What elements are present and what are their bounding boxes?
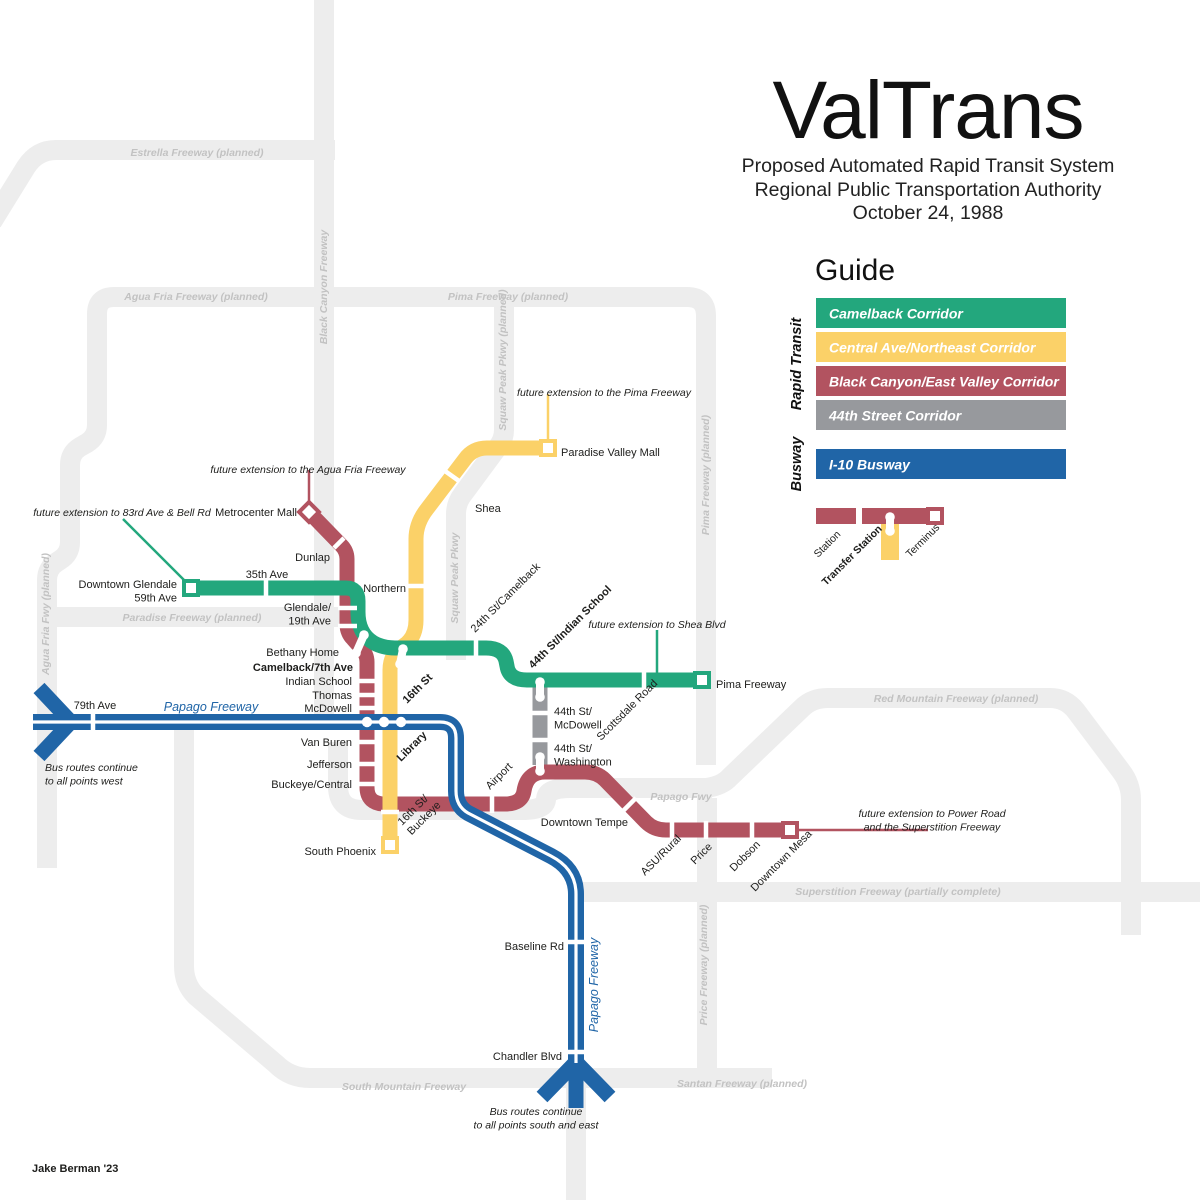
title-block: ValTrans Proposed Automated Rapid Transi… bbox=[742, 65, 1115, 224]
legend-group-rapid-transit: Rapid Transit bbox=[789, 317, 805, 411]
i10-busway-center-stripe bbox=[33, 720, 578, 1063]
map-subtitle-1: Proposed Automated Rapid Transit System bbox=[742, 155, 1115, 177]
credit: Jake Berman '23 bbox=[32, 1163, 118, 1175]
freeway-label-estrella: Estrella Freeway (planned) bbox=[130, 147, 264, 159]
freeway-label-papago: Papago Fwy bbox=[650, 791, 712, 803]
legend-swatch-44th-street bbox=[816, 400, 1066, 430]
station-jefferson: Jefferson bbox=[307, 759, 352, 771]
note-future-ext-83rd: future extension to 83rd Ave & Bell Rd bbox=[33, 507, 212, 519]
legend-sample-transfer-dot-top bbox=[885, 512, 895, 522]
terminus-downtown-mesa bbox=[781, 821, 799, 839]
freeway-label-agua-fria: Agua Fria Freeway (planned) bbox=[123, 291, 268, 303]
freeway-label-red-mountain: Red Mountain Freeway (planned) bbox=[874, 693, 1039, 705]
transfer-markers bbox=[351, 630, 545, 776]
note-future-ext-agua-fria: future extension to the Agua Fria Freewa… bbox=[210, 464, 406, 476]
station-downtown-tempe: Downtown Tempe bbox=[541, 817, 628, 829]
station-glendale-19th-ave: Glendale/19th Ave bbox=[284, 602, 332, 628]
station-44th-st-mcdowell: 44th St/McDowell bbox=[554, 706, 602, 732]
transfer-connector-bars bbox=[352, 631, 544, 775]
papago-freeway-loop-line bbox=[328, 742, 712, 820]
terminus-paradise-valley-mall bbox=[539, 439, 557, 457]
terminus-marks bbox=[182, 439, 799, 854]
station-van-buren: Van Buren bbox=[301, 737, 352, 749]
freeway-label-santan: Santan Freeway (planned) bbox=[677, 1078, 808, 1090]
station-buckeye-central: Buckeye/Central bbox=[271, 779, 352, 791]
station-44th-st-washington: 44th St/Washington bbox=[554, 743, 612, 769]
squaw-peak-pkwy-line bbox=[446, 297, 514, 660]
camelback-corridor-line bbox=[191, 580, 702, 688]
i10-busway-south-arrows bbox=[536, 1056, 616, 1108]
freeway-label-price: Price Freeway (planned) bbox=[698, 904, 710, 1025]
legend-swatch-central bbox=[816, 332, 1066, 362]
terminus-pima-freeway bbox=[693, 671, 711, 689]
legend-label-camelback: Camelback Corridor bbox=[829, 306, 964, 322]
legend-group-busway: Busway bbox=[789, 436, 805, 492]
station-pima-freeway: Pima Freeway bbox=[716, 679, 787, 691]
station-northern: Northern bbox=[363, 583, 406, 595]
legend-sample-transfer-dot-bottom bbox=[885, 526, 895, 536]
station-baseline-rd: Baseline Rd bbox=[505, 941, 564, 953]
note-future-ext-pima: future extension to the Pima Freeway bbox=[517, 387, 692, 399]
legend-swatch-black-canyon bbox=[816, 366, 1066, 396]
station-paradise-valley-mall: Paradise Valley Mall bbox=[561, 447, 660, 459]
map-subtitle-2: Regional Public Transportation Authority bbox=[755, 179, 1102, 201]
freeway-label-pima-v: Pima Freeway (planned) bbox=[700, 414, 712, 535]
station-indian-school: Indian School bbox=[285, 676, 352, 688]
i10-busway-west-arrows bbox=[33, 682, 77, 762]
agua-fria-pima-freeway-line bbox=[37, 287, 716, 868]
station-metrocenter-mall: Metrocenter Mall bbox=[215, 507, 297, 519]
station-79th-ave: 79th Ave bbox=[74, 700, 117, 712]
station-camelback-7th-ave: Camelback/7th Ave bbox=[253, 662, 353, 674]
note-future-ext-shea: future extension to Shea Blvd bbox=[588, 619, 726, 631]
station-bethany-home: Bethany Home bbox=[266, 647, 339, 659]
station-dunlap: Dunlap bbox=[295, 552, 330, 564]
station-thomas: Thomas bbox=[312, 690, 352, 702]
freeway-label-black-canyon: Black Canyon Freeway bbox=[318, 229, 330, 345]
legend-sample-bar-2 bbox=[862, 508, 936, 524]
terminus-metrocenter-mall bbox=[296, 499, 322, 525]
freeway-label-squaw-peak-s: Squaw Peak Pkwy bbox=[449, 531, 461, 623]
south-mountain-santan-freeway-line bbox=[174, 715, 772, 1088]
station-gap-marks bbox=[90, 469, 755, 1055]
legend-label-busway: I-10 Busway bbox=[829, 457, 911, 473]
freeway-label-superstition: Superstition Freeway (partially complete… bbox=[795, 886, 1001, 898]
station-chandler-blvd: Chandler Blvd bbox=[493, 1051, 562, 1063]
freeway-label-squaw-peak-n: Squaw Peak Pkwy (planned) bbox=[497, 289, 509, 431]
station-35th-ave: 35th Ave bbox=[246, 569, 289, 581]
station-shea: Shea bbox=[475, 503, 502, 515]
legend-swatch-busway bbox=[816, 449, 1066, 479]
busway-label-papago-south: Papago Freeway bbox=[587, 937, 601, 1032]
future-ext-83rd-line bbox=[122, 518, 189, 585]
legend-label-44th-street: 44th Street Corridor bbox=[828, 408, 963, 424]
freeway-label-paradise: Paradise Freeway (planned) bbox=[123, 612, 262, 624]
future-extension-lines bbox=[122, 394, 928, 832]
freeway-label-agua-fria-v: Agua Fria Fwy (planned) bbox=[40, 553, 52, 676]
transfer-dots bbox=[351, 630, 545, 776]
map-title: ValTrans bbox=[773, 65, 1084, 156]
legend-sample-terminus bbox=[926, 507, 944, 525]
estrella-freeway-line bbox=[0, 140, 335, 228]
freeway-label-south-mountain: South Mountain Freeway bbox=[342, 1081, 467, 1093]
legend-label-black-canyon: Black Canyon/East Valley Corridor bbox=[829, 374, 1060, 390]
busway-label-papago-west: Papago Freeway bbox=[164, 700, 259, 714]
terminus-downtown-glendale bbox=[182, 579, 200, 597]
legend-label-central: Central Ave/Northeast Corridor bbox=[829, 340, 1037, 356]
terminus-south-phoenix bbox=[381, 836, 399, 854]
station-south-phoenix: South Phoenix bbox=[304, 846, 376, 858]
legend-sample-bar-1 bbox=[816, 508, 856, 524]
red-mountain-freeway-line bbox=[704, 688, 1141, 935]
legend-swatch-camelback bbox=[816, 298, 1066, 328]
freeway-label-pima-h: Pima Freeway (planned) bbox=[448, 291, 569, 303]
map-subtitle-3: October 24, 1988 bbox=[853, 202, 1004, 224]
legend-heading: Guide bbox=[815, 254, 895, 287]
station-mcdowell: McDowell bbox=[304, 703, 352, 715]
